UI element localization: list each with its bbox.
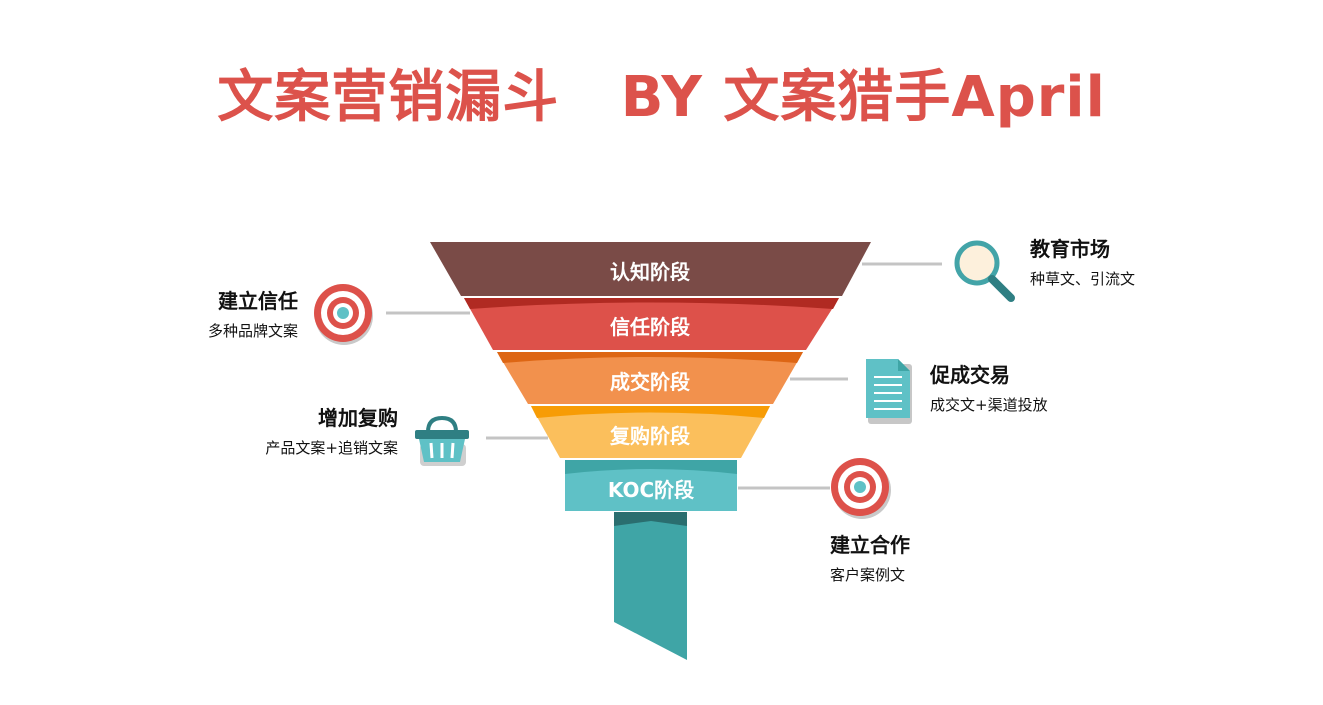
funnel-stage-koc: KOC阶段 bbox=[565, 460, 737, 511]
funnel-stage-deal: 成交阶段 bbox=[497, 352, 803, 404]
annotation-heading: 增加复购 bbox=[318, 406, 398, 430]
document-icon bbox=[866, 359, 912, 424]
stage-label-deal: 成交阶段 bbox=[610, 370, 690, 394]
stage-label-repurchase: 复购阶段 bbox=[609, 424, 690, 448]
annotation-heading: 教育市场 bbox=[1030, 237, 1110, 261]
annotation-subtext: 成交文+渠道投放 bbox=[930, 396, 1048, 414]
funnel-stage-awareness: 认知阶段 bbox=[430, 242, 871, 296]
funnel-stem bbox=[614, 512, 687, 660]
annotation-repurchase: 增加复购 产品文案+追销文案 bbox=[220, 405, 398, 459]
funnel-stage-repurchase: 复购阶段 bbox=[531, 406, 770, 458]
annotation-heading: 建立合作 bbox=[830, 533, 910, 557]
funnel-stage-trust: 信任阶段 bbox=[464, 298, 839, 350]
annotation-subtext: 客户案例文 bbox=[830, 566, 906, 584]
annotation-trust: 建立信任 多种品牌文案 bbox=[180, 288, 298, 342]
annotation-deal: 促成交易 成交文+渠道投放 bbox=[930, 362, 1048, 416]
magnifier-icon bbox=[954, 240, 1015, 302]
annotation-subtext: 产品文案+追销文案 bbox=[265, 439, 398, 457]
basket-icon bbox=[415, 415, 469, 466]
annotation-heading: 建立信任 bbox=[218, 289, 298, 313]
annotation-subtext: 种草文、引流文 bbox=[1030, 270, 1136, 288]
annotation-education: 教育市场 种草文、引流文 bbox=[1030, 236, 1135, 290]
annotation-cooperation: 建立合作 客户案例文 bbox=[830, 532, 910, 586]
annotation-subtext: 多种品牌文案 bbox=[207, 322, 298, 340]
annotation-heading: 促成交易 bbox=[930, 363, 1010, 387]
stage-label-trust: 信任阶段 bbox=[610, 315, 690, 339]
target-icon-cooperation bbox=[831, 458, 891, 519]
target-icon-trust bbox=[314, 284, 373, 345]
page-title: 文案营销漏斗 BY 文案猎手April bbox=[217, 65, 1106, 130]
stage-label-awareness: 认知阶段 bbox=[610, 260, 690, 284]
stage-label-koc: KOC阶段 bbox=[608, 478, 694, 502]
